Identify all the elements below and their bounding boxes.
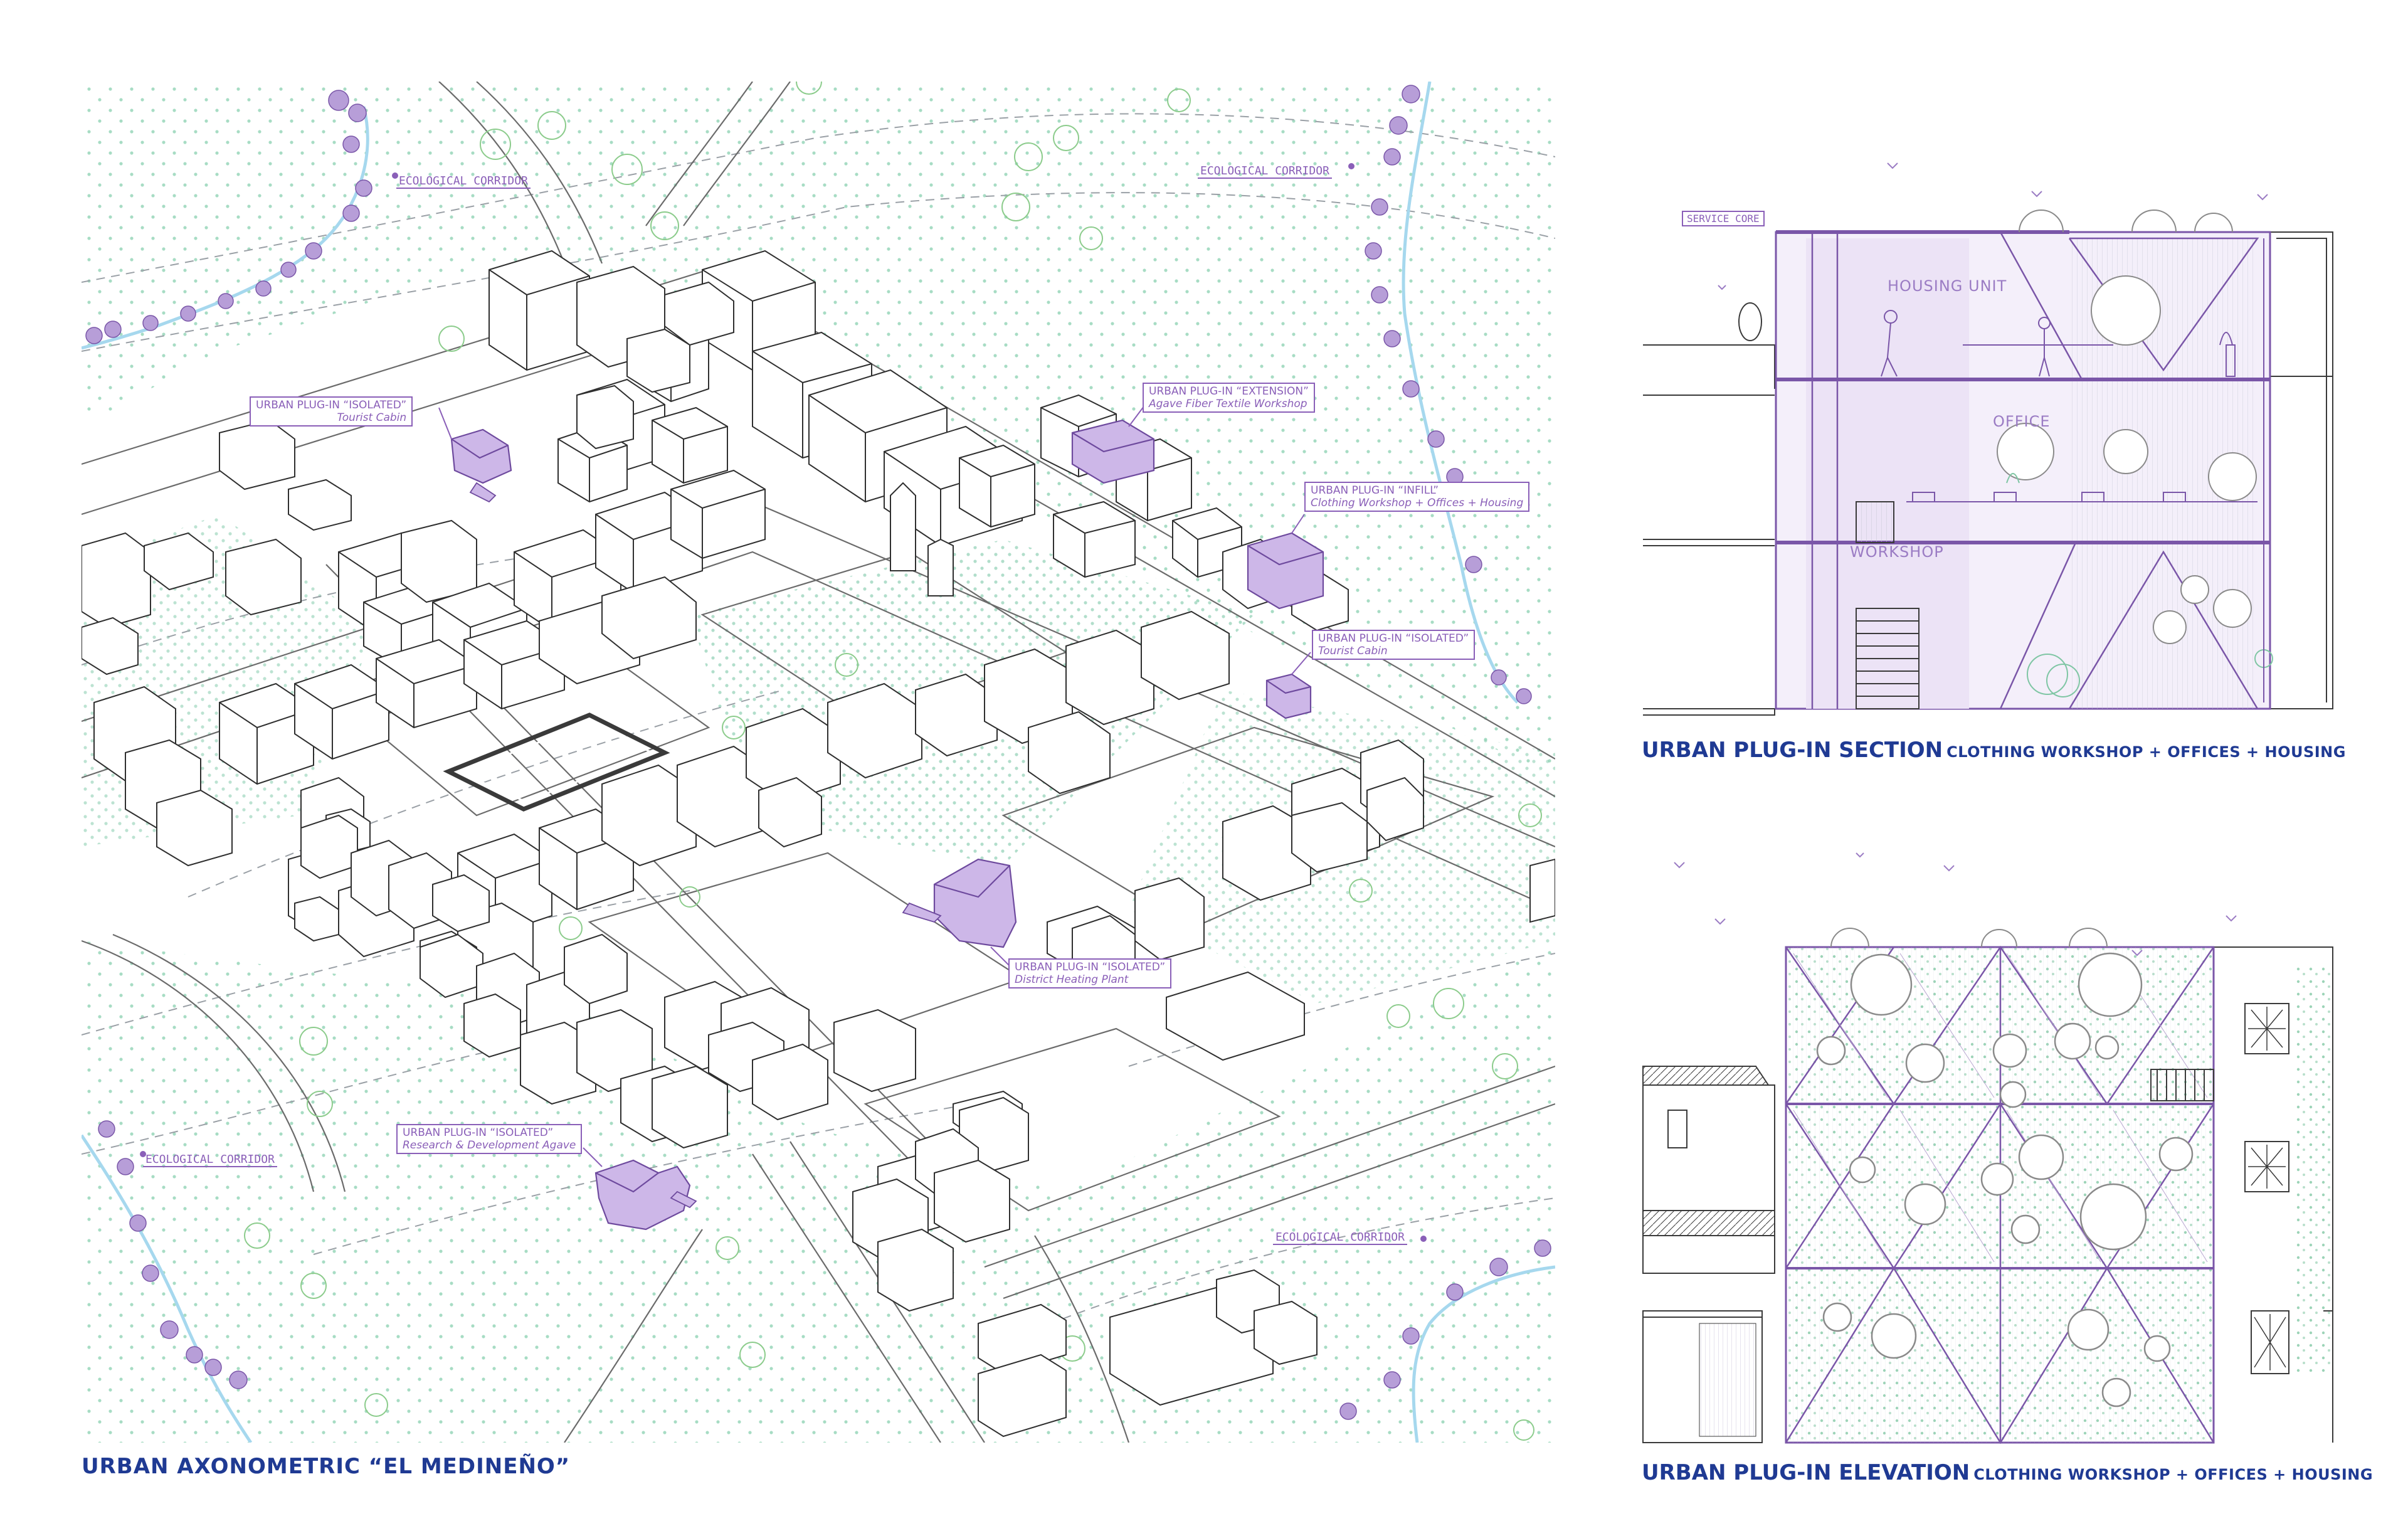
- plugin-type: URBAN PLUG-IN “EXTENSION”: [1149, 385, 1309, 398]
- section-drawing: [1643, 162, 2333, 716]
- level-office: OFFICE: [1993, 413, 2051, 430]
- axonometric-title: URBAN AXONOMETRIC “EL MEDINEÑO”: [82, 1454, 571, 1479]
- plugin-tag-extension: URBAN PLUG-IN “EXTENSION” Agave Fiber Te…: [1143, 383, 1315, 413]
- corridor-label-ne: ECOLOGICAL CORRIDOR: [1198, 164, 1332, 179]
- axonometric-drawing: [82, 82, 1555, 1443]
- plugin-type: URBAN PLUG-IN “INFILL”: [1311, 484, 1439, 497]
- plugin-tag-heating-plant: URBAN PLUG-IN “ISOLATED” District Heatin…: [1008, 958, 1172, 988]
- plugin-use: Agave Fiber Textile Workshop: [1149, 398, 1307, 410]
- plugin-use: Tourist Cabin: [337, 411, 407, 424]
- plugin-infill-clothing: [1247, 532, 1324, 610]
- section-panel: SERVICE CORE HOUSING UNIT OFFICE WORKSHO…: [1630, 125, 2408, 765]
- elevation-subtitle: CLOTHING WORKSHOP + OFFICES + HOUSING: [1973, 1466, 2374, 1483]
- field-north: [82, 82, 1555, 778]
- plugin-extension-textile: [1071, 419, 1155, 484]
- plugin-use: Clothing Workshop + Offices + Housing: [1311, 497, 1524, 509]
- plugin-tag-research-agave: URBAN PLUG-IN “ISOLATED” Research & Deve…: [396, 1124, 583, 1154]
- plugin-tag-tourist-cabin-east: URBAN PLUG-IN “ISOLATED” Tourist Cabin: [1312, 630, 1476, 660]
- level-housing-unit: HOUSING UNIT: [1888, 277, 2007, 295]
- section-title-main: URBAN PLUG-IN SECTION: [1642, 738, 1943, 763]
- service-core-label: SERVICE CORE: [1682, 211, 1765, 226]
- plugin-use: Research & Development Agave: [403, 1139, 576, 1152]
- level-workshop: WORKSHOP: [1850, 543, 1944, 561]
- plugin-type: URBAN PLUG-IN “ISOLATED”: [256, 399, 407, 411]
- corridor-label-se: ECOLOGICAL CORRIDOR: [1273, 1231, 1407, 1245]
- plugin-use: Tourist Cabin: [1318, 645, 1388, 657]
- plugin-tag-infill: URBAN PLUG-IN “INFILL” Clothing Workshop…: [1304, 482, 1530, 512]
- plugin-tag-tourist-cabin-west: URBAN PLUG-IN “ISOLATED” Tourist Cabin: [250, 396, 413, 427]
- plugin-tourist-cabin-west: [450, 428, 512, 484]
- section-subtitle: CLOTHING WORKSHOP + OFFICES + HOUSING: [1946, 743, 2346, 761]
- axonometric-panel: ECOLOGICAL CORRIDOR ECOLOGICAL CORRIDOR …: [82, 82, 1555, 1479]
- plugin-type: URBAN PLUG-IN “ISOLATED”: [403, 1126, 554, 1139]
- plugin-heating-plant: [933, 858, 1017, 948]
- plugin-type: URBAN PLUG-IN “ISOLATED”: [1015, 961, 1166, 973]
- field-south: [82, 941, 1555, 1443]
- elevation-drawing: [1642, 852, 2333, 1444]
- plugin-use: District Heating Plant: [1015, 973, 1129, 986]
- plugin-type: URBAN PLUG-IN “ISOLATED”: [1318, 632, 1469, 645]
- elevation-panel: [1630, 852, 2408, 1444]
- corridor-label-sw: ECOLOGICAL CORRIDOR: [143, 1153, 277, 1167]
- elevation-title-main: URBAN PLUG-IN ELEVATION: [1642, 1460, 1970, 1485]
- corridor-label-nw: ECOLOGICAL CORRIDOR: [396, 174, 531, 189]
